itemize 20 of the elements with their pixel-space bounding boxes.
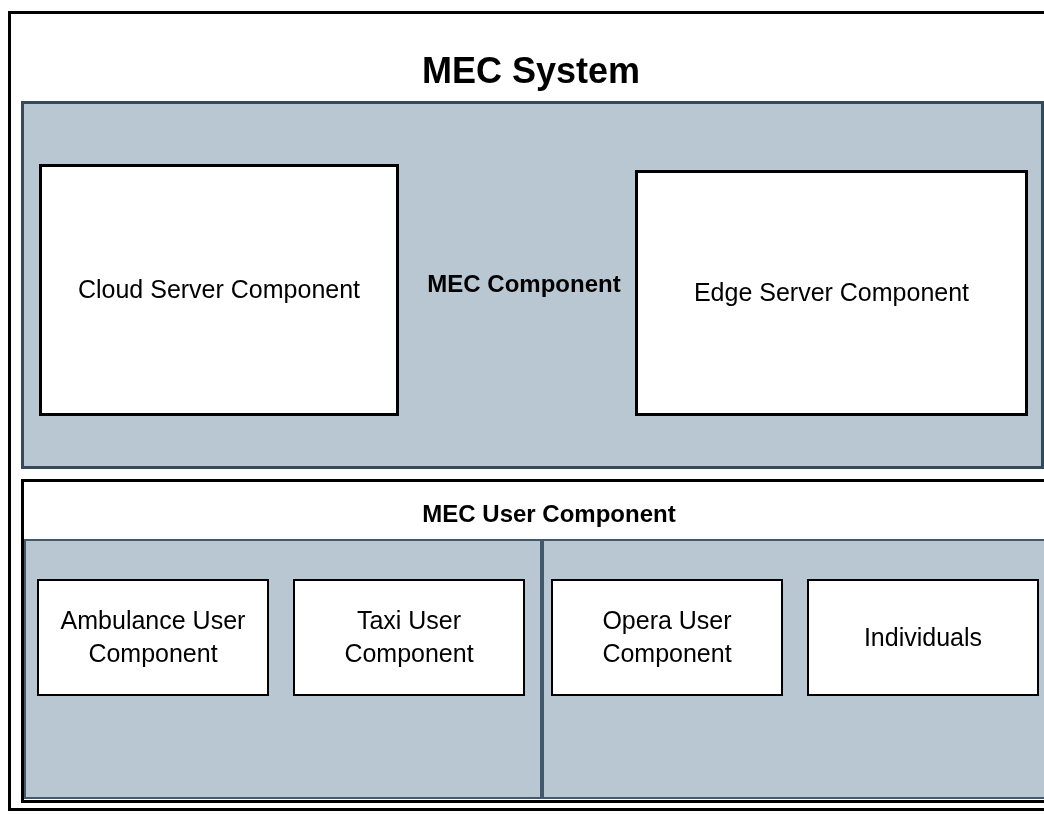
panel-heading: MEC Component	[426, 270, 622, 298]
frame-heading: MEC System	[420, 50, 642, 92]
server-box	[39, 164, 399, 416]
server-box	[635, 170, 1028, 416]
component-panel	[21, 101, 1044, 469]
user-box	[37, 579, 269, 696]
user-band	[24, 539, 542, 799]
user-band	[542, 539, 1044, 799]
component-label: Ambulance User Component	[59, 604, 247, 670]
component-label: Edge Server Component	[692, 277, 971, 309]
group-heading: MEC User Component	[421, 500, 677, 528]
component-label: Cloud Server Component	[76, 274, 362, 306]
user-box	[807, 579, 1039, 696]
user-box	[293, 579, 525, 696]
component-label: Taxi User Component	[343, 604, 475, 670]
user-group-box	[21, 479, 1044, 803]
component-label: Individuals	[862, 621, 984, 653]
system-frame	[8, 11, 1044, 811]
user-box	[551, 579, 783, 696]
component-label: Opera User Component	[601, 604, 733, 670]
